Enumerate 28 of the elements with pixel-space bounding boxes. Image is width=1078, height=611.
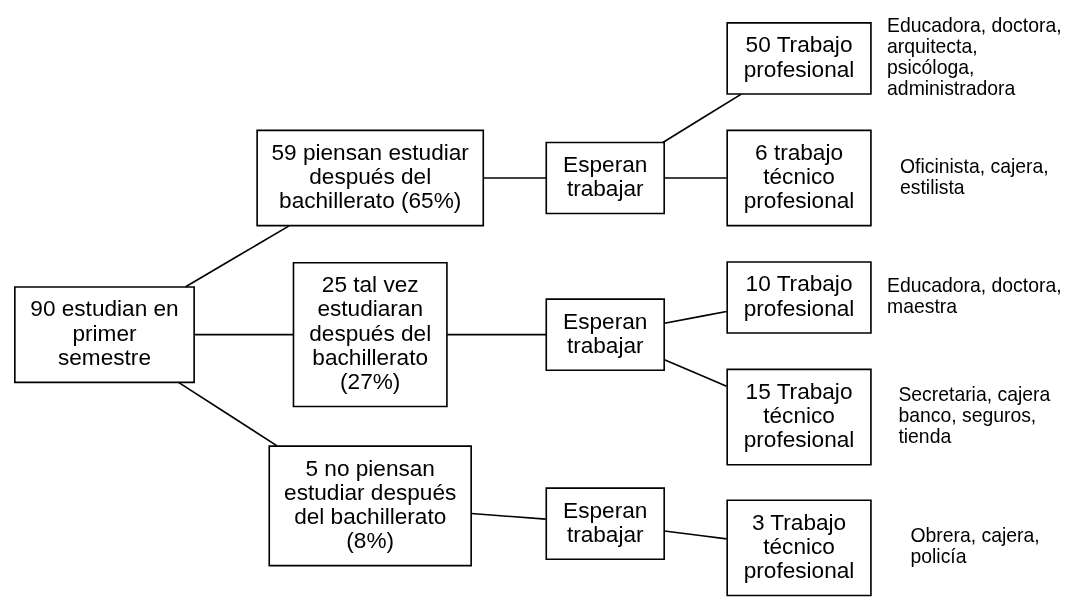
node-box: Esperan trabajar — [545, 141, 665, 214]
node-box: 25 tal vez estudiaran después del bachillerato (27%) — [292, 261, 448, 407]
connector — [482, 176, 547, 179]
node-label: Educadora, doctora, maestra — [887, 273, 1062, 317]
node-box: Esperan trabajar — [545, 297, 665, 371]
node-box: 59 piensan estudiar después del bachillerato (65%) — [256, 129, 485, 226]
connector — [663, 529, 728, 540]
node-box: 5 no piensan estudiar después del bachillerato (8%) — [268, 444, 472, 566]
connector — [184, 224, 290, 288]
connector — [663, 358, 728, 387]
node-label: Obrera, cajera, policía — [910, 523, 1040, 567]
node-label: Oficinista, cajera, estilista — [900, 154, 1049, 197]
node-box: 15 Trabajo técnico profesional — [726, 368, 872, 465]
node-label: Educadora, doctora, arquitecta, psicóloga, administradora — [887, 13, 1062, 99]
connector — [193, 333, 294, 335]
node-box: Esperan trabajar — [545, 486, 665, 560]
node-label: Secretaria, cajera banco, seguros, tienda — [898, 382, 1051, 447]
node-box: 6 trabajo técnico profesional — [726, 129, 872, 226]
connector — [446, 333, 547, 335]
node-box: 3 Trabajo técnico profesional — [726, 498, 872, 596]
node-box: 90 estudian en primer semestre — [14, 285, 195, 383]
node-box: 10 Trabajo profesional — [726, 260, 872, 334]
connector — [662, 92, 743, 143]
node-box: 50 Trabajo profesional — [726, 21, 872, 95]
connector — [177, 381, 278, 447]
connector — [663, 176, 728, 179]
connector — [470, 512, 547, 520]
connector — [663, 310, 728, 324]
